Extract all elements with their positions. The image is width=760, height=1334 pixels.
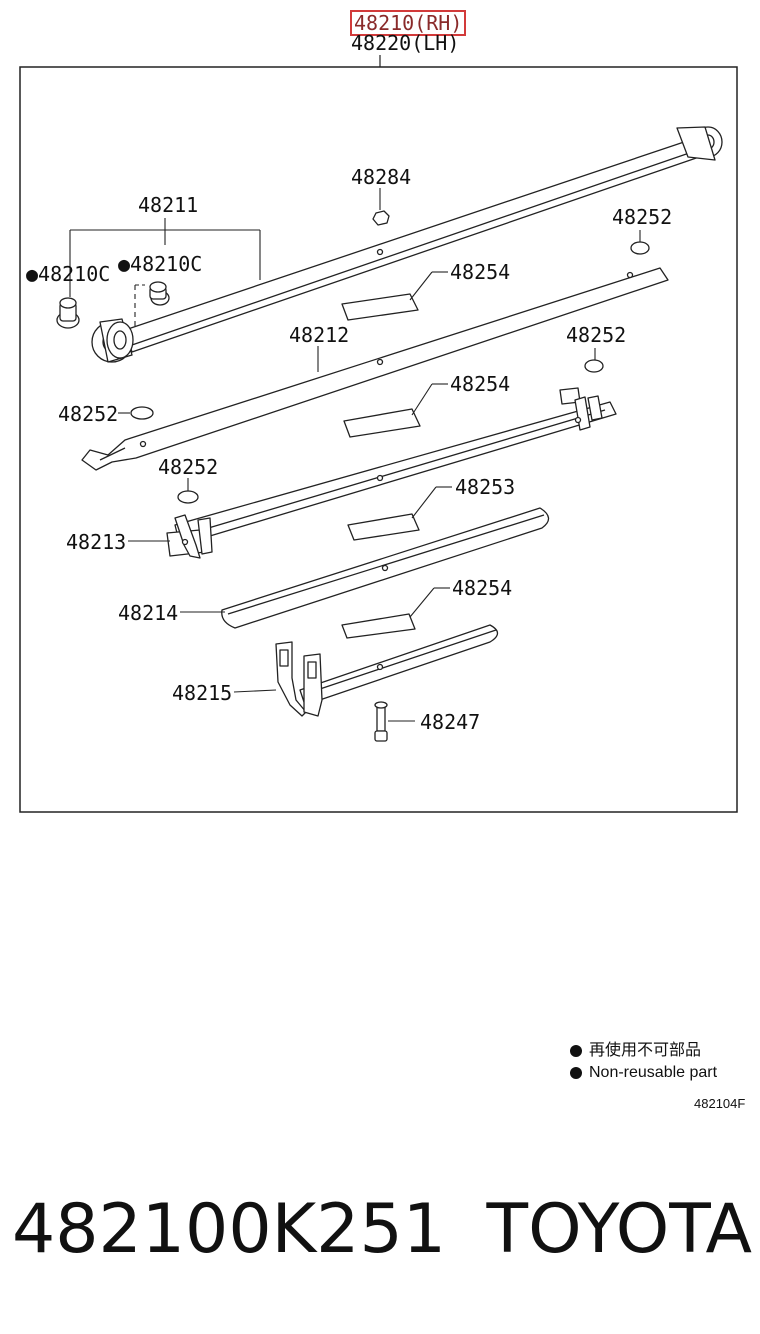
leaf-48212 [81,267,669,471]
illustration-code: 482104F [694,1096,746,1111]
label-48247: 48247 [420,710,481,734]
bushing-48210c-left [56,297,80,329]
bullet-icon [570,1045,582,1057]
bullet-icon [570,1067,582,1079]
part-number: 482100K251 [12,1190,446,1269]
label-48215: 48215 [172,681,233,705]
main-leaf-48211 [91,126,723,363]
spacer-48254-a [341,293,419,321]
label-48213: 48213 [66,530,127,554]
footer: 482100K251 TOYOTA [12,1190,752,1270]
label-48252-top: 48252 [612,205,673,229]
leaf-48214 [221,507,550,629]
cap-48252-lower [177,490,199,504]
bolt-48247 [374,701,388,742]
label-48210c-right: ●48210C [118,252,203,276]
label-48252-left: 48252 [58,402,119,426]
nut-48284 [372,210,390,226]
label-48252-lower: 48252 [158,455,219,479]
label-48254-b: 48254 [450,372,511,396]
label-48212: 48212 [289,323,350,347]
leaf-48215 [275,624,499,717]
label-48253: 48253 [455,475,516,499]
brand-name: TOYOTA [486,1190,752,1269]
diagram-frame [19,66,738,813]
label-48210c-left: ●48210C [26,262,111,286]
cap-48252-top [630,241,650,255]
label-48211: 48211 [138,193,199,217]
label-48254-a: 48254 [450,260,511,284]
label-48284: 48284 [351,165,412,189]
spacer-48254-b [343,408,421,438]
label-48214: 48214 [118,601,179,625]
leaf-48213 [166,387,617,559]
legend-english: Non-reusable part [589,1064,718,1081]
cap-48252-mid [584,359,604,373]
legend: 再使用不可部品 Non-reusable part [570,1040,717,1084]
cap-48252-left [130,406,154,420]
title-part-rh: 48210(RH) [350,10,467,36]
label-48252-mid-right: 48252 [566,323,627,347]
legend-japanese: 再使用不可部品 [589,1042,702,1059]
label-48254-c: 48254 [452,576,513,600]
spacer-48254-c [341,613,416,639]
bushing-48210c-right [149,281,170,306]
spacer-48253 [347,513,420,541]
title-part-lh: 48220(LH) [351,31,460,55]
